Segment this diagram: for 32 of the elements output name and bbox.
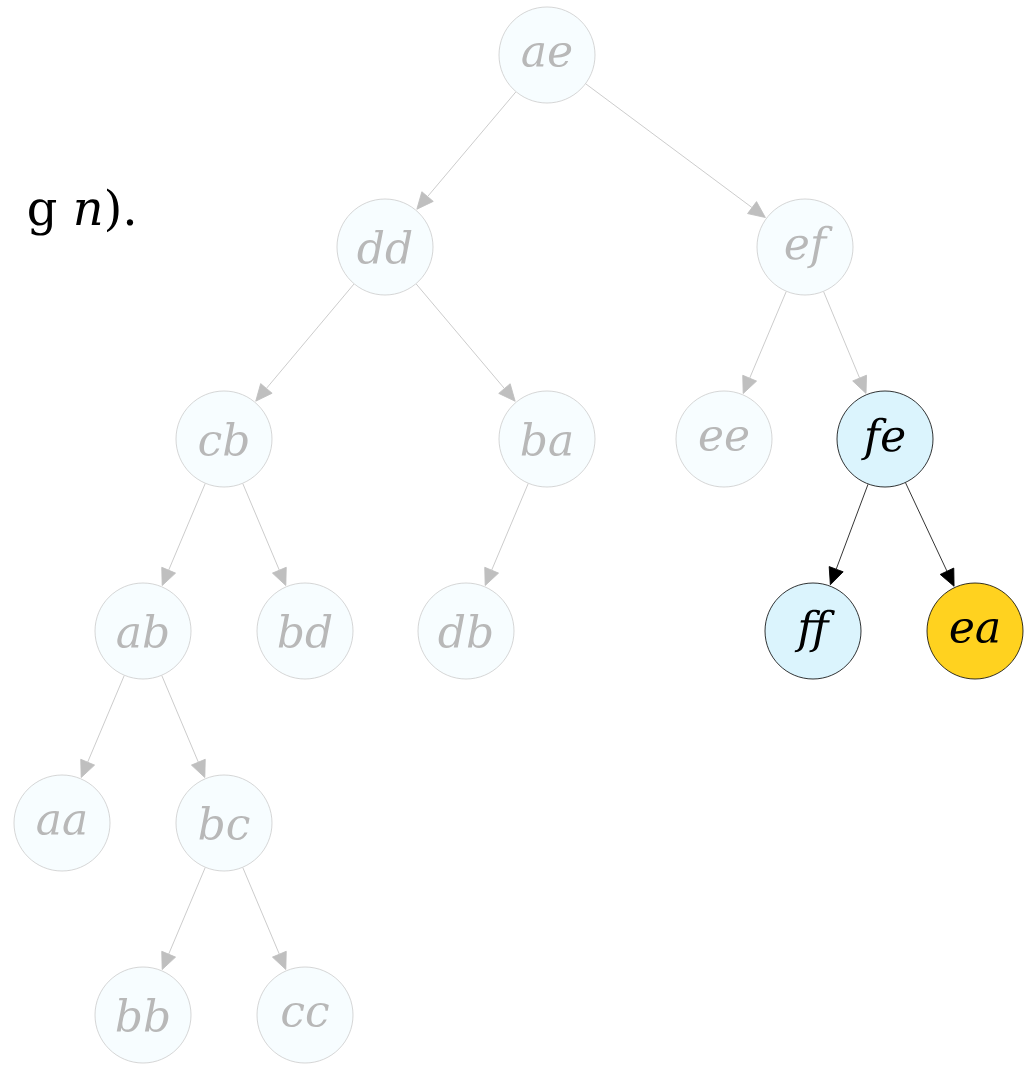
arrow	[161, 675, 206, 778]
arrow	[585, 83, 766, 218]
tree-node: bc	[175, 774, 273, 872]
tree-node: cc	[256, 966, 354, 1064]
arrow	[255, 283, 355, 402]
tree-node: ba	[498, 390, 596, 488]
arrow	[905, 482, 955, 587]
tree-node: ee	[675, 390, 773, 488]
tree-node: bd	[256, 582, 354, 680]
arrow	[242, 483, 287, 586]
tree-node: ae	[498, 6, 596, 104]
tree-node: ab	[94, 582, 192, 680]
arrow	[416, 91, 517, 210]
tree-node: ea	[926, 582, 1024, 680]
text-fragment: g n).	[29, 188, 134, 236]
arrow	[828, 483, 869, 586]
tree-node: dd	[336, 198, 434, 296]
arrow	[823, 291, 867, 394]
arrow	[484, 483, 529, 586]
arrow	[415, 283, 516, 402]
tree-node: fe	[836, 390, 934, 488]
tree-node: cb	[175, 390, 273, 488]
arrow	[80, 675, 125, 778]
tree-node: ef	[756, 198, 854, 296]
arrow	[242, 867, 287, 970]
arrow	[161, 483, 206, 586]
tree-node: db	[417, 582, 515, 680]
tree-node: ff	[764, 582, 862, 680]
tree-node: aa	[13, 774, 111, 872]
arrow	[161, 867, 206, 970]
arrow	[742, 291, 787, 394]
tree-node: bb	[94, 966, 192, 1064]
